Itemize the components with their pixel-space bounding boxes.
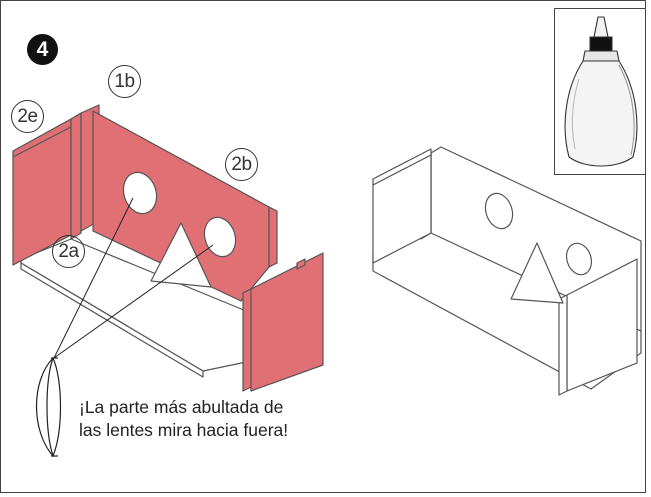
step-number-badge: 4 xyxy=(27,34,58,65)
left-assembly xyxy=(12,104,324,392)
label-2a: 2a xyxy=(52,235,85,268)
right-assembly xyxy=(372,146,642,396)
lens-pointers xyxy=(53,197,214,359)
label-1b: 1b xyxy=(108,65,141,98)
label-2b: 2b xyxy=(225,148,258,181)
label-2e: 2e xyxy=(11,100,44,133)
note-line-2: las lentes mira hacia fuera! xyxy=(79,420,289,440)
glue-inset xyxy=(554,8,645,175)
lens-orientation-note: ¡La parte más abultada de las lentes mir… xyxy=(79,396,339,442)
eye-hole-left xyxy=(122,171,158,215)
glue-bottle-icon xyxy=(564,16,638,167)
eye-hole-right xyxy=(203,216,237,258)
lens-icon xyxy=(36,356,62,458)
note-line-1: ¡La parte más abultada de xyxy=(79,397,284,417)
nose-cutout xyxy=(150,222,212,288)
